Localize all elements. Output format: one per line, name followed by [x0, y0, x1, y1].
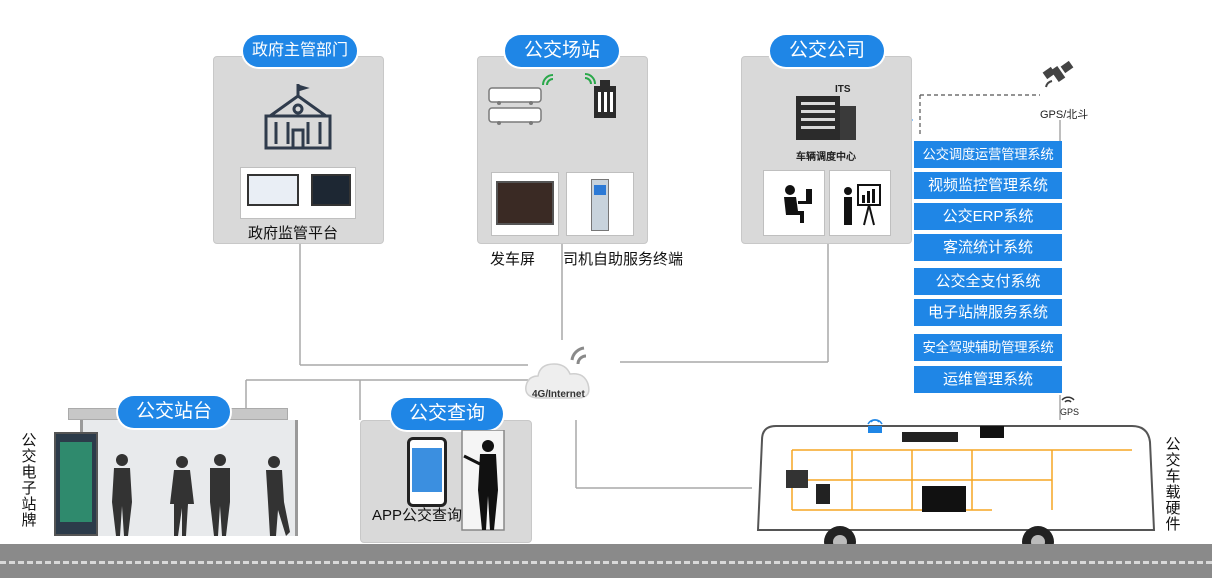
presentation-icon — [844, 184, 881, 226]
e-stop-sign-vertical-label: 公 交 电 子 站 牌 — [21, 432, 37, 529]
system-item-erp: 公交ERP系统 — [914, 203, 1062, 230]
bus-stop-title: 公交站台 — [118, 396, 230, 428]
monitor-screens-image — [240, 167, 356, 219]
system-item-maintenance: 运维管理系统 — [914, 366, 1062, 393]
company-title: 公交公司 — [770, 35, 884, 67]
system-item-passenger-flow: 客流统计系统 — [914, 234, 1062, 261]
departure-screen-label: 发车屏 — [490, 251, 536, 268]
e-stop-sign-image — [54, 432, 98, 536]
kiosk-user-icon — [461, 430, 505, 531]
system-item-e-stop-sign: 电子站牌服务系统 — [914, 299, 1062, 326]
gps-beidou-label: GPS/北斗 — [1040, 109, 1089, 121]
system-item-payment: 公交全支付系统 — [914, 268, 1062, 295]
bus-hardware-vertical-label: 公 交 车 载 硬 件 — [1165, 436, 1181, 533]
monitor-screen-1 — [247, 174, 299, 206]
system-item-safe-driving: 安全驾驶辅助管理系统 — [914, 334, 1062, 361]
office-worker-card — [763, 170, 825, 236]
phone-image — [407, 437, 447, 507]
system-item-dispatch: 公交调度运营管理系统 — [914, 141, 1062, 168]
query-title: 公交查询 — [391, 398, 503, 430]
cloud-icon — [525, 346, 590, 399]
departure-screen-image — [491, 172, 559, 236]
road-center-line — [0, 561, 1212, 564]
app-query-label: APP公交查询 — [372, 507, 463, 524]
kiosk-screen — [594, 185, 606, 195]
led-display — [496, 181, 554, 225]
bus-vehicle-icon — [756, 425, 1156, 558]
system-item-video: 视频监控管理系统 — [914, 172, 1062, 199]
its-label: ITS — [835, 84, 851, 95]
wifi-icon — [542, 74, 554, 86]
waiting-passengers-icon — [112, 454, 290, 536]
government-building-icon — [264, 84, 332, 150]
desk-worker-icon — [784, 185, 812, 223]
station-title: 公交场站 — [505, 35, 619, 67]
cloud-label: 4G/Internet — [532, 389, 585, 400]
office-building-icon — [594, 80, 616, 118]
satellite-icon — [1042, 60, 1074, 88]
wifi-icon — [584, 73, 596, 85]
monitor-screen-2 — [311, 174, 351, 206]
presenter-card — [829, 170, 891, 236]
bus-gps-label: GPS — [1060, 407, 1080, 417]
its-building-icon — [796, 96, 856, 140]
gps-antenna-icon — [1061, 396, 1075, 403]
bus-wifi-icon — [867, 419, 883, 433]
gov-platform-label: 政府监管平台 — [248, 225, 339, 242]
kiosk-image — [566, 172, 634, 236]
kiosk-label: 司机自助服务终端 — [563, 251, 684, 268]
phone-screen — [412, 448, 442, 492]
e-stop-sign-screen — [60, 442, 92, 522]
bus-icon — [488, 87, 542, 125]
gov-title: 政府主管部门 — [243, 35, 357, 67]
dispatch-center-label: 车辆调度中心 — [796, 152, 856, 163]
